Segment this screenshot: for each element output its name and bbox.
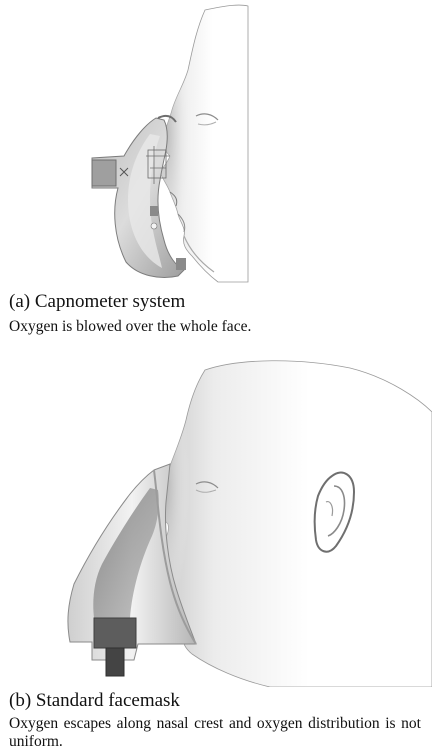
face-profile-b [159, 361, 432, 687]
facemask-figure-svg [0, 352, 432, 687]
face-profile-a [160, 5, 248, 282]
capnometer-illustration [0, 0, 432, 290]
capnometer-figure-svg [0, 0, 432, 290]
panel-a-description: Oxygen is blowed over the whole face. [9, 318, 251, 336]
facemask-illustration [0, 352, 432, 687]
panel-b-description: Oxygen escapes along nasal crest and oxy… [9, 715, 421, 751]
panel-a-title: (a) Capnometer system [9, 291, 185, 313]
panel-b-title: (b) Standard facemask [9, 690, 180, 712]
